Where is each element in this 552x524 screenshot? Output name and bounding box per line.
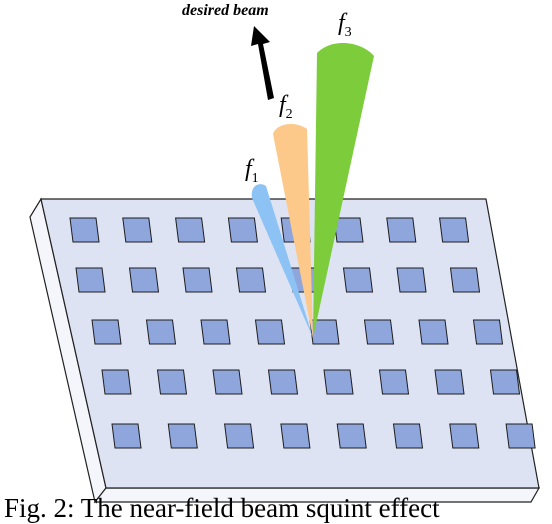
desired-beam-label: desired beam bbox=[182, 2, 269, 19]
antenna-element bbox=[101, 369, 132, 395]
antenna-element bbox=[69, 217, 100, 243]
antenna-element bbox=[280, 423, 311, 449]
antenna-element bbox=[309, 319, 340, 345]
antenna-element bbox=[200, 319, 231, 345]
antenna-element bbox=[156, 369, 188, 395]
antenna-element bbox=[439, 217, 470, 243]
antenna-element bbox=[267, 369, 299, 395]
antenna-element bbox=[378, 369, 410, 395]
antenna-element bbox=[91, 319, 122, 345]
antenna-element bbox=[182, 267, 213, 293]
antenna-element bbox=[145, 319, 177, 345]
label-f1: f1 bbox=[245, 156, 259, 186]
antenna-element bbox=[342, 267, 374, 293]
beam-f3 bbox=[313, 43, 374, 339]
desired-beam-arrow bbox=[251, 26, 274, 100]
antenna-element bbox=[333, 217, 364, 243]
label-f3: f3 bbox=[338, 10, 352, 40]
figure-caption: Fig. 2: The near-field beam squint effec… bbox=[4, 493, 440, 523]
antenna-element-grid bbox=[69, 217, 536, 449]
beam-f2 bbox=[273, 123, 313, 338]
antenna-element bbox=[449, 267, 481, 293]
antenna-element bbox=[122, 217, 153, 243]
antenna-element bbox=[434, 369, 465, 395]
label-f2: f2 bbox=[279, 92, 293, 122]
antenna-element bbox=[128, 267, 160, 293]
beam-f1 bbox=[251, 184, 313, 338]
antenna-element bbox=[75, 267, 106, 293]
antenna-element bbox=[392, 423, 424, 449]
antenna-element bbox=[472, 319, 504, 345]
antenna-element bbox=[212, 369, 243, 395]
antenna-element bbox=[363, 319, 395, 345]
antenna-element bbox=[396, 267, 427, 293]
antenna-element bbox=[111, 423, 142, 449]
antenna-element bbox=[323, 369, 354, 395]
antenna-element bbox=[505, 423, 536, 449]
antenna-element bbox=[386, 217, 417, 243]
antenna-element bbox=[336, 423, 367, 449]
antenna-element bbox=[167, 423, 198, 449]
antenna-element bbox=[489, 369, 521, 395]
antenna-element bbox=[235, 267, 267, 293]
antenna-element bbox=[175, 217, 206, 243]
antenna-element bbox=[227, 217, 258, 243]
antenna-element bbox=[254, 319, 286, 345]
antenna-element bbox=[224, 423, 255, 449]
antenna-element bbox=[449, 423, 480, 449]
antenna-element bbox=[418, 319, 449, 345]
